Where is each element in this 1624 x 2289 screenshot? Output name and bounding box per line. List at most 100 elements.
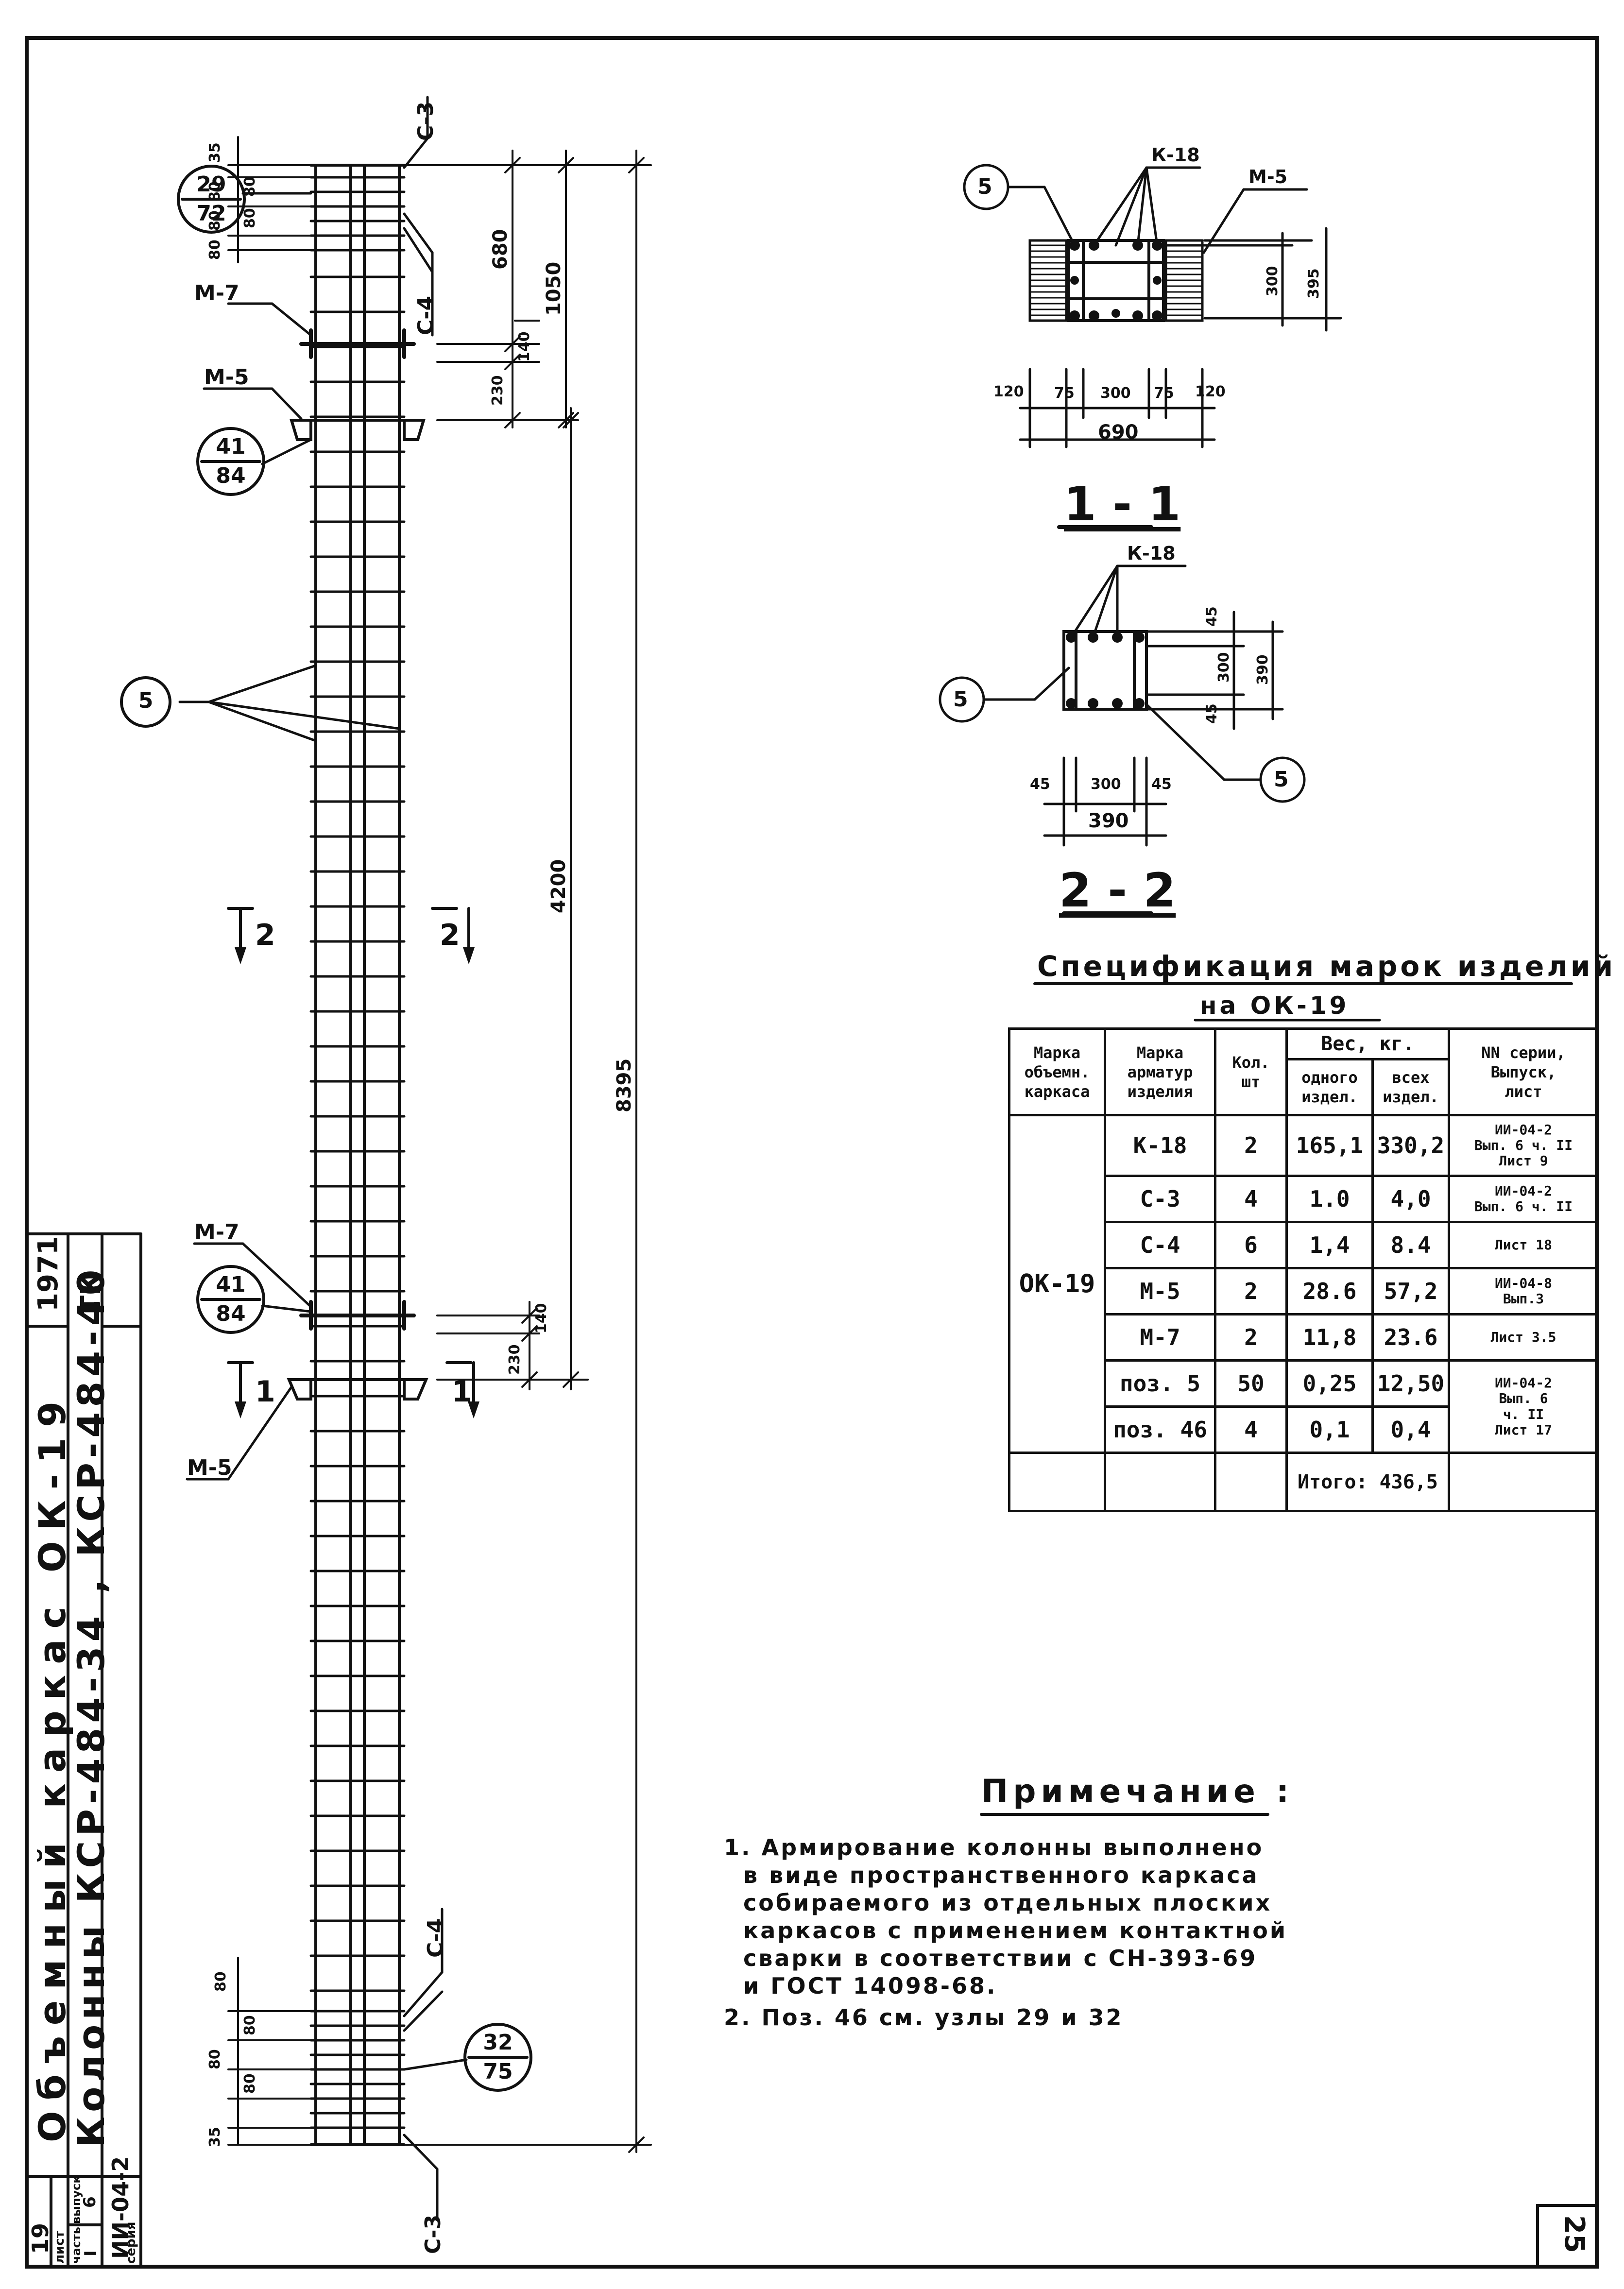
hdr-marka-ob-3: каркаса [1024,1082,1090,1101]
cell-ref-6: ИИ-04-2 Вып. 6 ч. II Лист 17 [1448,1359,1599,1454]
sec22-dim-300h: 300 [1091,776,1121,793]
cell-mark: М-5 [1104,1267,1216,1315]
section-1-1-title: 1 - 1 [1064,477,1181,531]
cell-mark: поз. 46 [1104,1405,1216,1454]
elevation-dimensions [403,150,652,2153]
chast-value: I [81,2250,101,2256]
ref-1c: Лист 9 [1499,1153,1548,1169]
dim-top-80e: 80 [206,239,223,260]
plate-m7-top [299,328,416,359]
sec22-dim-45c: 45 [1030,776,1050,793]
dim-140-top: 140 [516,331,533,362]
callout-41-num-top: 41 [216,434,246,459]
elevation-leaders [178,96,468,2221]
hdr-kol: Кол. шт [1214,1027,1288,1116]
sec22-pos5a: 5 [953,687,968,712]
table-row: М-7 2 11,8 23.6 Лист 3.5 [1009,1313,1599,1362]
plate-m7-mid [299,1300,416,1331]
cell-qty: 2 [1214,1267,1288,1315]
section-2-2 [1062,630,1148,711]
ref-3a: Лист 18 [1494,1236,1552,1253]
dim-bot-80d: 80 [241,2073,258,2094]
cell-wall: 57,2 [1371,1267,1450,1315]
cell-ref-3: Лист 18 [1448,1221,1599,1269]
sec11-dim-300h: 300 [1100,385,1131,402]
cell-mark: К-18 [1104,1114,1216,1177]
ref-4b: Вып.3 [1503,1291,1544,1307]
sec22-k18: К-18 [1127,543,1176,564]
column-bars [309,164,406,2146]
cell-w1: 11,8 [1285,1313,1374,1362]
list-value: 19 [27,2222,53,2254]
label-c4-top: С-4 [413,295,438,335]
hdr-nn-2: Выпуск, [1490,1062,1556,1081]
label-c3-bottom: С-3 [421,2214,445,2254]
cell-qty: 4 [1214,1405,1288,1454]
ref-6d: Лист 17 [1494,1421,1552,1438]
label-m5-mid: М-5 [187,1455,232,1480]
title-block [25,1232,142,2268]
cell-qty: 6 [1214,1221,1288,1269]
year: 1971 [33,1236,64,1312]
total-empty-4 [1448,1452,1599,1512]
section-1-right-mark: 1 [452,1375,472,1409]
sec22-pos5b: 5 [1274,767,1289,792]
table-row: С-4 6 1,4 8.4 Лист 18 [1009,1221,1599,1269]
table-row-total: Итого: 436,5 [1008,1452,1599,1512]
ref-6a: ИИ-04-2 [1494,1375,1552,1391]
ref-1b: Вып. 6 ч. II [1474,1137,1573,1153]
cell-mark: С-3 [1104,1175,1216,1223]
dim-top-80c: 80 [206,210,223,231]
section-1-1-leaders [963,164,1342,529]
callout-75-den: 75 [483,2059,513,2084]
stirrups-group [309,275,406,1992]
series-value: ИИ-04-2 [107,2156,134,2259]
cell-ref-4: ИИ-04-8 Вып.3 [1448,1267,1599,1315]
section-2-2-leaders [939,564,1306,915]
note-line-5: сварки в соответствии с СН-393-69 [743,1945,1258,1971]
chast-label: часть [69,2227,83,2264]
section-2-2-title: 2 - 2 [1059,863,1176,918]
sec11-dim-120a: 120 [993,383,1024,400]
sec11-dim-395: 395 [1305,268,1322,299]
ref-5a: Лист 3.5 [1490,1329,1556,1345]
cell-qty: 2 [1214,1114,1288,1177]
pos-5-callout: 5 [138,688,154,713]
callout-29-num: 29 [196,172,226,197]
spec-title: Спецификация марок изделий [1037,950,1616,983]
hdr-nn-3: лист [1504,1082,1542,1101]
cell-wall: 23.6 [1371,1313,1450,1362]
sec22-dim-390: 390 [1254,654,1271,685]
dim-top-35: 35 [206,142,223,163]
hdr-marka-ob: Марка объемн. каркаса [1008,1027,1106,1116]
table-row: М-5 2 28.6 57,2 ИИ-04-8 Вып.3 [1009,1267,1599,1315]
sec11-k18: К-18 [1151,144,1200,166]
dim-230-top: 230 [489,375,506,406]
dim-140-mid: 140 [533,1303,550,1333]
cell-wall: 330,2 [1371,1114,1450,1177]
note-line-4: каркасов с применением контактной [743,1917,1288,1944]
sec11-dim-120b: 120 [1195,383,1226,400]
note-line-1: 1. Армирование колонны выполнено [724,1834,1264,1861]
list-label: лист [52,2231,67,2264]
label-m7-top: М-7 [194,281,239,306]
hdr-marka-arm-2: арматур [1127,1062,1193,1081]
dim-top-80b: 80 [241,176,258,197]
table-row: поз. 5 50 0,25 12,50 ИИ-04-2 Вып. 6 ч. I… [1009,1359,1599,1454]
total-empty-3 [1214,1452,1288,1512]
hdr-kol-2: шт [1241,1072,1261,1091]
hatching-1-1 [1029,244,1203,316]
dim-top-80a: 80 [206,181,223,202]
bottom-mesh-c3 [309,2010,406,2129]
sec11-m5: М-5 [1248,166,1288,188]
bars-2-2 [1066,632,1145,709]
hdr-nn: NN серии, Выпуск, лист [1448,1027,1599,1116]
vypusk-value: 6 [80,2196,100,2208]
total-empty-2 [1104,1452,1216,1512]
label-c3-top: С-3 [413,101,438,141]
top-mesh-c3 [309,176,406,252]
dim-230-mid: 230 [506,1344,523,1375]
note-line-3: собираемого из отдельных плоских [743,1890,1272,1916]
